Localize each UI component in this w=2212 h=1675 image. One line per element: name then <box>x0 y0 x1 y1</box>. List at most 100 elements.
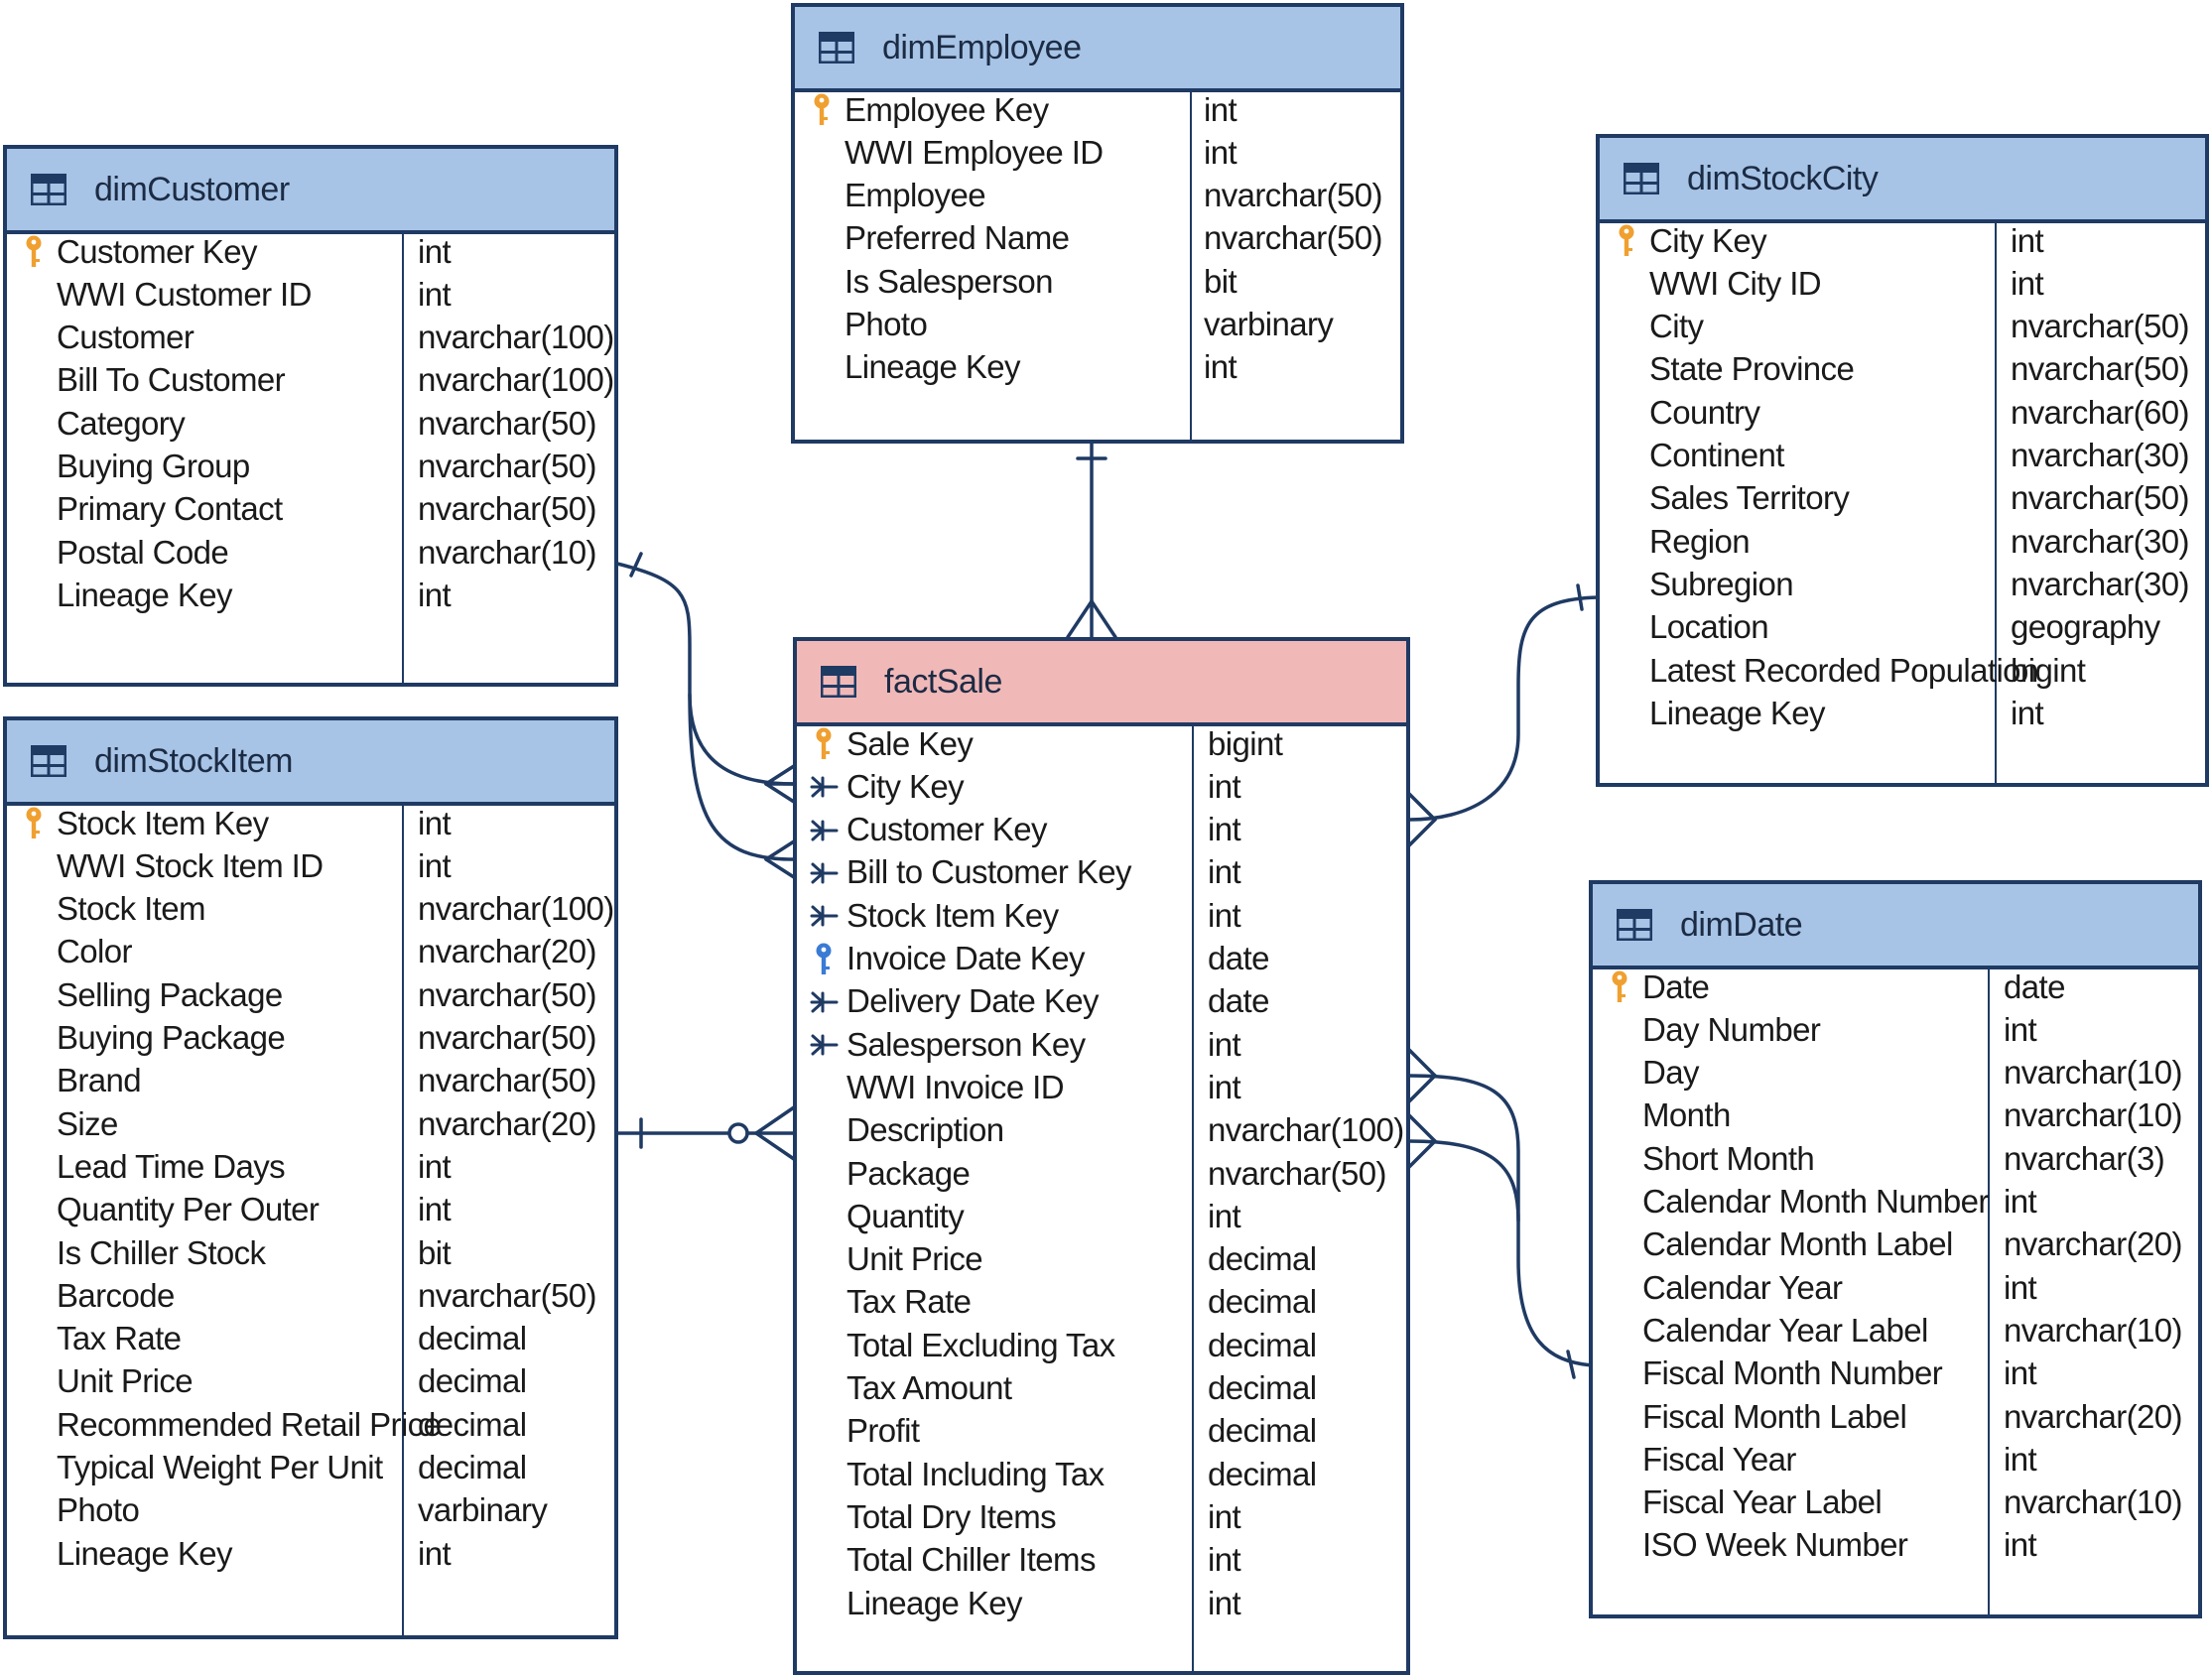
table-header[interactable]: dimDate <box>1593 884 2198 969</box>
table-header[interactable]: dimStockCity <box>1600 138 2205 223</box>
field-name: Month <box>1642 1096 1731 1134</box>
table-header[interactable]: factSale <box>797 641 1406 726</box>
table-header[interactable]: dimCustomer <box>7 149 614 234</box>
field-name: Bill To Customer <box>57 361 286 399</box>
field-name: Profit <box>846 1412 920 1450</box>
table-header[interactable]: dimEmployee <box>795 7 1400 92</box>
field-row[interactable]: Month nvarchar(10) <box>1593 1095 2198 1137</box>
field-name: Total Including Tax <box>846 1455 1105 1492</box>
field-name: Size <box>57 1104 118 1142</box>
table-header[interactable]: dimStockItem <box>7 720 614 806</box>
primary-key-icon <box>1612 970 1627 1002</box>
field-type: nvarchar(10) <box>2004 1096 2182 1134</box>
